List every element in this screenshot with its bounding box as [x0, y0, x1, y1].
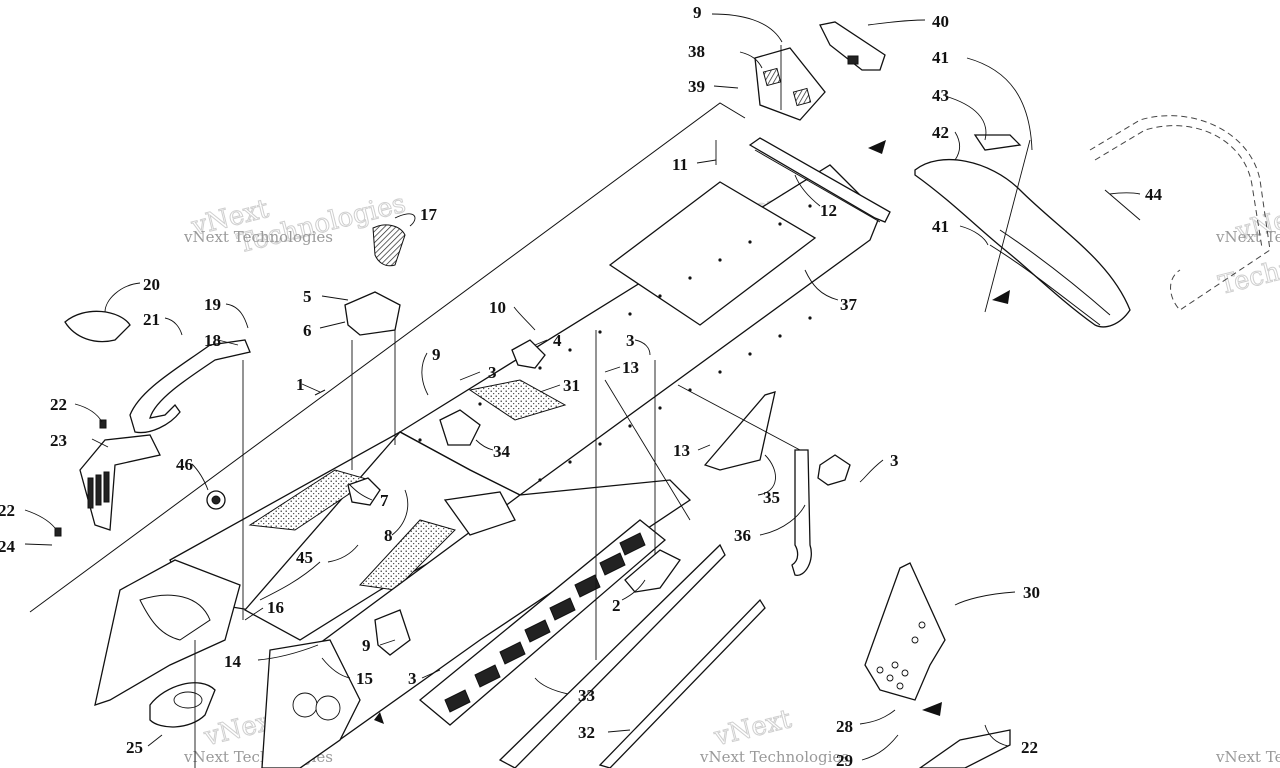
arrow-icon: [922, 702, 942, 716]
callout-23: 23: [50, 431, 67, 450]
direction-arrows: [374, 140, 1010, 724]
callout-18: 18: [204, 331, 221, 350]
callout-36: 36: [734, 526, 751, 545]
frame-outline: [29, 102, 746, 613]
callout-31: 31: [563, 376, 580, 395]
callout-28: 28: [836, 717, 853, 736]
callout-10: 10: [489, 298, 506, 317]
callout-45: 45: [296, 548, 313, 567]
callout-22: 22: [1021, 738, 1038, 757]
callout-13: 13: [673, 441, 690, 460]
tunnel-chassis: [94, 164, 881, 768]
watermark-company: vNext Technologies: [699, 748, 849, 766]
callout-44: 44: [1145, 185, 1163, 204]
callout-24: 24: [0, 537, 16, 556]
callout-41: 41: [932, 217, 949, 236]
callout-7: 7: [380, 491, 389, 510]
callout-12: 12: [820, 201, 837, 220]
callout-41: 41: [932, 48, 949, 67]
callout-16: 16: [267, 598, 284, 617]
callout-30: 30: [1023, 583, 1040, 602]
callout-29: 29: [836, 751, 853, 768]
callout-3: 3: [890, 451, 899, 470]
arrow-icon: [992, 290, 1010, 304]
callout-22: 22: [0, 501, 15, 520]
callout-labels: 9 40 38 39 41 43 42 44 41 11 12 17 37 20…: [0, 3, 1163, 768]
callout-15: 15: [356, 669, 373, 688]
running-board-holes: [444, 532, 646, 713]
callout-9: 9: [432, 345, 441, 364]
callout-21: 21: [143, 310, 160, 329]
arrow-icon: [868, 140, 886, 154]
callout-3: 3: [488, 363, 497, 382]
callout-22: 22: [50, 395, 67, 414]
callout-9: 9: [362, 636, 371, 655]
callout-46: 46: [176, 455, 193, 474]
callout-3: 3: [408, 669, 417, 688]
callout-39: 39: [688, 77, 705, 96]
watermark-company: vNext Technologies: [1215, 228, 1280, 246]
callout-3: 3: [626, 331, 635, 350]
callout-38: 38: [688, 42, 705, 61]
bumper-block: [754, 21, 886, 121]
callout-32: 32: [578, 723, 595, 742]
callout-42: 42: [932, 123, 949, 142]
callout-5: 5: [303, 287, 312, 306]
callout-40: 40: [932, 12, 949, 31]
callout-4: 4: [553, 331, 562, 350]
callout-2: 2: [612, 596, 621, 615]
watermark-brand: vNext: [710, 704, 794, 752]
callout-20: 20: [143, 275, 160, 294]
callout-25: 25: [126, 738, 143, 757]
callout-19: 19: [204, 295, 221, 314]
callout-11: 11: [672, 155, 688, 174]
callout-33: 33: [578, 686, 595, 705]
callout-34: 34: [493, 442, 511, 461]
rear-bracket: [748, 137, 891, 223]
callout-14: 14: [224, 652, 242, 671]
callout-1: 1: [296, 375, 305, 394]
leader-lines: [24, 13, 1141, 761]
snow-flap: [914, 115, 1271, 328]
watermark-company: vNext Technologies: [1215, 748, 1280, 766]
callout-35: 35: [763, 488, 780, 507]
watermark-company: vNext Technologies: [183, 228, 333, 246]
callout-9: 9: [693, 3, 702, 22]
callout-43: 43: [932, 86, 949, 105]
callout-17: 17: [420, 205, 438, 224]
callout-13: 13: [622, 358, 639, 377]
callout-8: 8: [384, 526, 393, 545]
callout-37: 37: [840, 295, 858, 314]
install-lines: [194, 45, 1031, 768]
callout-6: 6: [303, 321, 312, 340]
arrow-icon: [374, 712, 384, 724]
